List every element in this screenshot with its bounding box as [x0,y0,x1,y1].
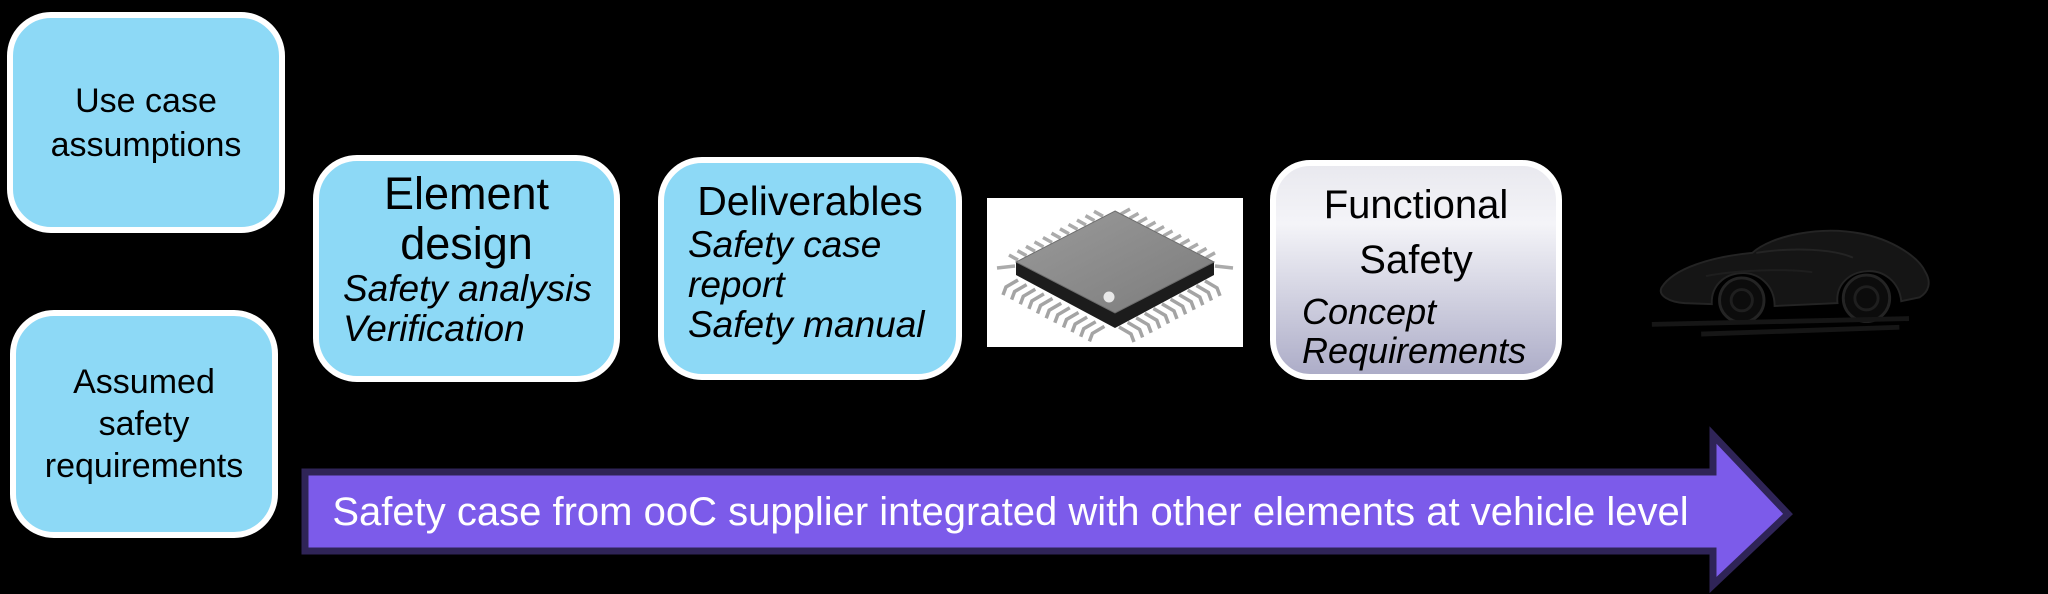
integration-arrow [301,426,1793,594]
vehicle-image [1648,212,1938,342]
microcontroller-chip-image [987,198,1243,347]
functional-safety-title-line2: Safety [1359,238,1473,282]
use-case-assumptions-box: Use case assumptions [7,12,285,233]
assumed-safety-requirements-box: Assumed safety requirements [10,310,278,538]
functional-safety-title-line1: Functional [1323,183,1509,227]
element-design-subtitle: Safety analysis Verification [343,268,592,349]
functional-safety-box: Functional Safety Concept Requirements [1270,160,1562,380]
deliverables-box: Deliverables Safety case report Safety m… [658,157,962,380]
chip-icon [996,207,1234,343]
element-design-title: Element design [383,168,550,269]
use-case-assumptions-label: Use case assumptions [50,81,242,164]
integration-arrow-label: Safety case from ooC supplier integrated… [332,489,1689,534]
functional-safety-subtitle: Concept Requirements [1302,291,1527,371]
assumed-safety-requirements-label: Assumed safety requirements [44,363,244,485]
car-icon [1651,229,1930,337]
element-design-box: Element design Safety analysis Verificat… [313,155,620,382]
deliverables-title: Deliverables [697,178,923,224]
deliverables-subtitle: Safety case report Safety manual [688,224,925,345]
chip-pin1-dot [1103,291,1115,303]
